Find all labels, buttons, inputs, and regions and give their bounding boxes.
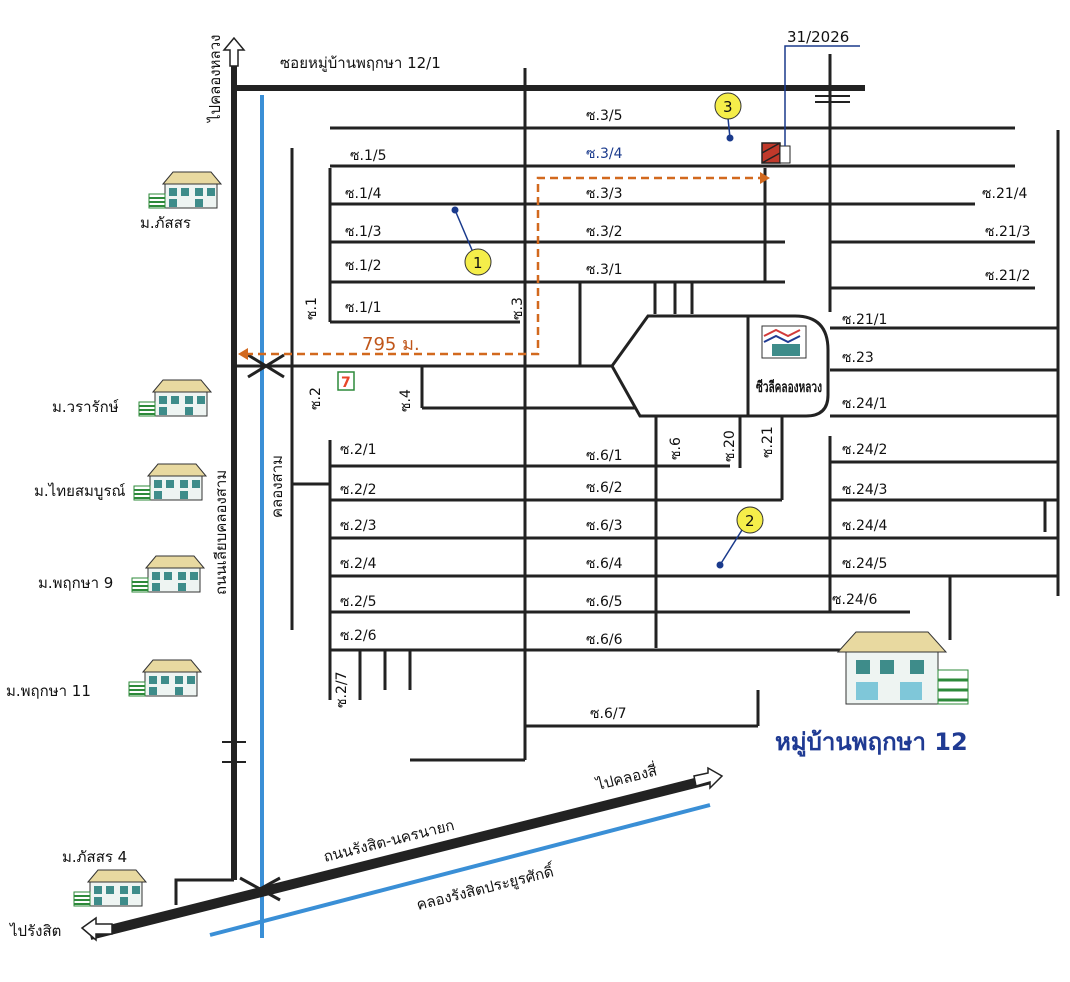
route-start-arrow-icon <box>238 348 248 360</box>
soi-label: ซ.2/6 <box>340 628 377 644</box>
soi-label: ซ.1/5 <box>350 148 386 164</box>
village-house-icon <box>148 171 222 209</box>
road-break-icon <box>222 95 850 763</box>
soi-label: ซ.6/4 <box>586 556 623 572</box>
highway <box>88 773 717 940</box>
soi-label: ซ.2 <box>308 387 324 410</box>
arrow-left-icon <box>80 916 113 942</box>
soi-label: ซ.21/4 <box>982 186 1027 202</box>
svg-text:1: 1 <box>473 254 483 272</box>
main-road-left-label: ถนนเลียบคลองสาม <box>212 470 230 595</box>
soi-label: ซ.24/2 <box>842 442 887 458</box>
route-path <box>245 176 760 356</box>
horizontal-soi-roads <box>292 126 1058 762</box>
soi-label: ซ.6 <box>668 437 684 460</box>
soi-label: ซ.1/4 <box>345 186 382 202</box>
soi-label: ซ.1/3 <box>345 224 381 240</box>
arrow-up-icon <box>222 36 246 67</box>
soi-label: ซ.6/6 <box>586 632 623 648</box>
soi-label: ซ.24/4 <box>842 518 887 534</box>
page-title: หมู่บ้านพฤกษา 12 <box>775 728 968 757</box>
soi-label: ซ.3/4 <box>586 146 623 162</box>
soi-label: ซ.6/5 <box>586 594 622 610</box>
village-label: ม.พฤกษา 11 <box>6 682 91 700</box>
road-left-connector <box>174 878 234 905</box>
pruksa-12-house-icon <box>836 631 969 705</box>
soi-label: ซ.2/2 <box>340 482 376 498</box>
soi-label: ซ.3/5 <box>586 108 622 124</box>
soi-label: ซ.20 <box>722 430 738 462</box>
canal-rangsit <box>209 803 711 937</box>
soi-label: ซ.1/2 <box>345 258 381 274</box>
arrow-right-icon <box>693 766 724 790</box>
soi-label: ซ.21/1 <box>842 312 887 328</box>
soi-label: ซ.2/4 <box>340 556 377 572</box>
hospital-icon <box>761 325 807 359</box>
soi-vertical-labels: ซ.1 ซ.2 ซ.3 ซ.4 ซ.6 ซ.20 ซ.21 ซ.2/7 <box>304 297 776 708</box>
marker-2[interactable]: 2 <box>716 506 764 569</box>
soi-label: ซ.6/7 <box>590 706 626 722</box>
soi-label: ซ.21/3 <box>985 224 1030 240</box>
to-khlong-si-label: ไปคลองสี่ <box>593 760 659 795</box>
to-khlong-luang-label: ไปคลองหลวง <box>206 35 224 123</box>
house-number-leader <box>784 45 860 146</box>
village-label: ม.ภัสสร 4 <box>62 848 127 866</box>
village-house-icon <box>133 463 207 501</box>
village-label: ม.วรารักษ์ <box>52 398 119 416</box>
target-house-icon <box>761 142 781 164</box>
soi-label: ซ.2/1 <box>340 442 376 458</box>
village-label: ม.ภัสสร <box>140 214 191 232</box>
svg-text:2: 2 <box>745 512 755 530</box>
house-number-label: 31/2026 <box>787 28 849 46</box>
soi-label: ซ.2/7 <box>334 672 350 708</box>
center-label: ซีวลีคลองหลวง <box>756 378 822 396</box>
soi-label: ซ.6/2 <box>586 480 622 496</box>
soi-label: ซ.24/6 <box>832 592 877 608</box>
bridge-icon <box>239 353 285 902</box>
soi-label: ซ.3/2 <box>586 224 622 240</box>
village-house-icon <box>128 659 202 697</box>
village-label: ม.ไทยสมบูรณ์ <box>34 482 125 500</box>
top-soi-label: ซอยหมู่บ้านพฤกษา 12/1 <box>280 54 441 72</box>
soi-label: ซ.24/5 <box>842 556 887 572</box>
marker-3[interactable]: 3 <box>714 92 742 142</box>
village-house-icon <box>73 869 147 907</box>
village-label: ม.พฤกษา 9 <box>38 574 113 592</box>
to-rangsit-label: ไปรังสิต <box>9 922 61 940</box>
soi-label: ซ.6/3 <box>586 518 622 534</box>
svg-text:7: 7 <box>341 375 351 391</box>
soi-label: ซ.2/5 <box>340 594 376 610</box>
soi-label: ซ.3/3 <box>586 186 622 202</box>
canal-bottom-label: คลองรังสิตประยูรศักดิ์ <box>414 860 557 914</box>
soi-label: ซ.21 <box>760 426 776 458</box>
soi-label: ซ.3 <box>510 297 526 320</box>
soi-label: ซ.24/3 <box>842 482 887 498</box>
soi-label: ซ.2/3 <box>340 518 376 534</box>
marker-1[interactable]: 1 <box>451 206 492 276</box>
soi-label: ซ.21/2 <box>985 268 1030 284</box>
village-house-icon <box>138 379 212 417</box>
route-arrow-icon <box>760 172 770 184</box>
canal-sam-label: คลองสาม <box>268 455 286 518</box>
seven-eleven-icon: 7 <box>337 371 355 391</box>
soi-label: ซ.23 <box>842 350 874 366</box>
soi-label: ซ.1 <box>304 297 320 320</box>
svg-text:3: 3 <box>723 98 733 116</box>
soi-label: ซ.4 <box>398 389 414 412</box>
soi-label: ซ.3/1 <box>586 262 622 278</box>
village-house-icon <box>131 555 205 593</box>
soi-labels: ซ.1/5 ซ.1/4 ซ.1/3 ซ.1/2 ซ.1/1 ซ.3/5 ซ.3/… <box>340 108 1030 722</box>
distance-label: 795 ม. <box>362 334 420 355</box>
soi-label: ซ.6/1 <box>586 448 622 464</box>
soi-label: ซ.24/1 <box>842 396 887 412</box>
soi-label: ซ.1/1 <box>345 300 381 316</box>
vertical-soi-roads <box>290 54 1060 760</box>
